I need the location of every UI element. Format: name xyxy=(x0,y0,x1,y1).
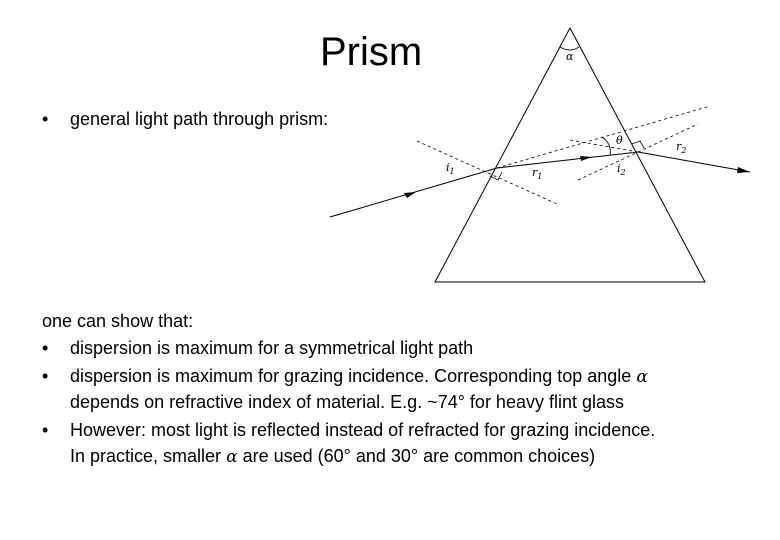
page-title: Prism xyxy=(320,30,423,74)
point-3-text-line2-pre: In practice, smaller xyxy=(70,446,222,466)
point-1-text: dispersion is maximum for a symmetrical … xyxy=(70,338,474,358)
right-angle-marker-first xyxy=(489,171,503,181)
outgoing-ray-extension xyxy=(569,139,639,153)
deviation-angle-arc xyxy=(601,136,611,156)
normal-line-second xyxy=(577,123,699,181)
alpha-symbol: α xyxy=(226,447,238,467)
outgoing-ray xyxy=(637,151,750,173)
r2-label: r2 xyxy=(676,140,686,155)
point-3-line2: In practice, smaller α are used (60° and… xyxy=(70,443,595,470)
intro2-text: one can show that: xyxy=(42,311,194,331)
bullet-marker: • xyxy=(42,109,49,129)
refracted-ray xyxy=(496,151,639,169)
bullet-marker: • xyxy=(42,366,49,386)
normal-line-first xyxy=(416,140,558,205)
point-3-text-line1: However: most light is reflected instead… xyxy=(70,420,656,440)
point-2-text-line1: dispersion is maximum for grazing incide… xyxy=(70,366,632,386)
point-3-text-line2-post: are used (60° and 30° are common choices… xyxy=(242,446,596,466)
alpha-symbol: α xyxy=(636,367,648,387)
incoming-ray-arrow xyxy=(404,192,416,198)
bullet-marker: • xyxy=(42,420,49,440)
intro-bullet-text: general light path through prism: xyxy=(70,109,329,129)
prism-diagram: α θ i1 r1 i2 r2 xyxy=(329,26,750,283)
refracted-ray-arrow xyxy=(580,156,592,161)
apex-angle-arc xyxy=(559,46,580,51)
i2-label: i2 xyxy=(617,162,626,177)
point-2-text-line2: depends on refractive index of material.… xyxy=(70,392,625,412)
i1-label: i1 xyxy=(446,161,455,176)
outgoing-ray-arrow xyxy=(737,167,750,173)
r1-label: r1 xyxy=(532,166,542,181)
alpha-label: α xyxy=(566,50,574,63)
bullet-marker: • xyxy=(42,338,49,358)
theta-label: θ xyxy=(616,134,623,147)
incoming-ray-extension xyxy=(496,105,711,169)
prism-outline xyxy=(434,26,706,283)
right-angle-marker-second xyxy=(631,140,645,149)
